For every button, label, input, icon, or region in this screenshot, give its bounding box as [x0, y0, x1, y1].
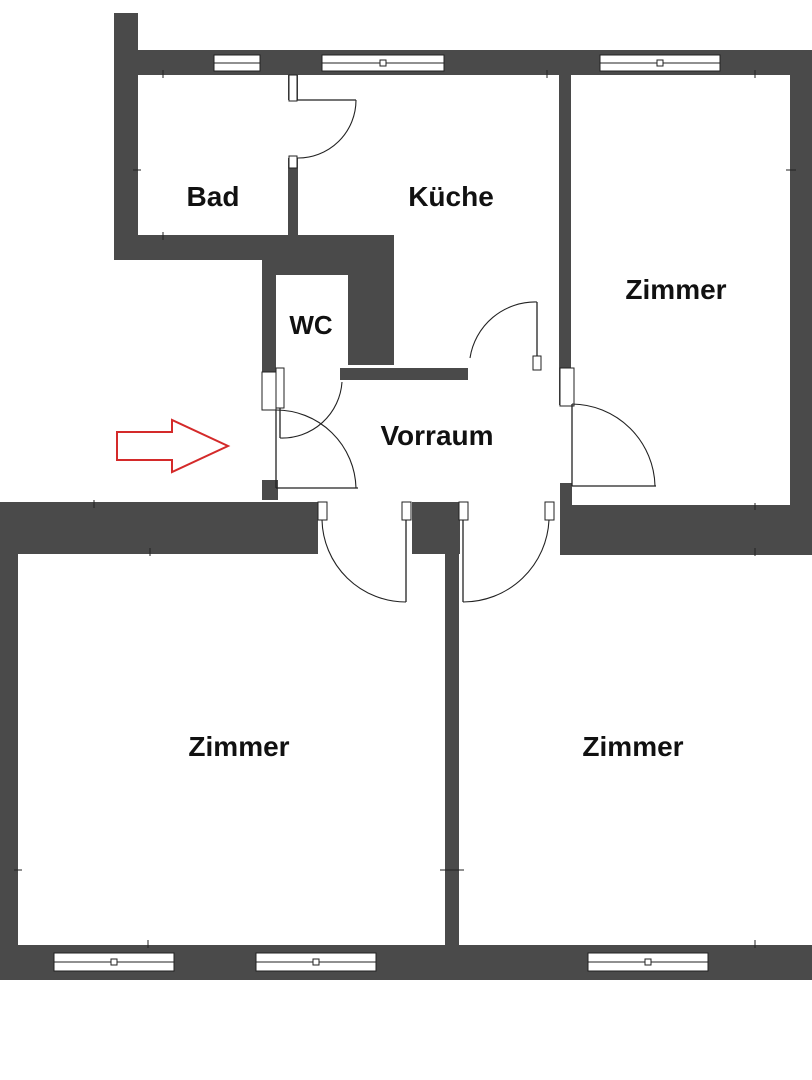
- window-bad: [213, 54, 261, 72]
- door-bad: [288, 74, 357, 169]
- wall-kueche-zimmer: [559, 75, 571, 375]
- wall-zimmer-divider: [445, 502, 459, 952]
- walls: [0, 13, 812, 980]
- window-kueche: [321, 54, 445, 72]
- room-label-wc: WC: [289, 310, 333, 340]
- door-wc: [275, 367, 343, 439]
- door-zimmer-sw: [317, 501, 412, 603]
- doors: [261, 74, 656, 603]
- room-label-bad: Bad: [187, 181, 240, 212]
- room-label-vorraum: Vorraum: [380, 420, 493, 451]
- window-zimmer-sw-left: [53, 952, 175, 972]
- room-label-kueche: Küche: [408, 181, 494, 212]
- wall-wc-east-block: [348, 235, 394, 365]
- window-zimmer-se: [587, 952, 709, 972]
- door-zimmer-se: [458, 501, 555, 603]
- wall-wc-south: [340, 368, 468, 380]
- room-label-zimmer-east: Zimmer: [625, 274, 726, 305]
- arrow-right-icon: [116, 418, 231, 474]
- door-kueche: [469, 301, 542, 371]
- wall-east-zimmer-door-post: [560, 483, 572, 508]
- room-label-zimmer-southeast: Zimmer: [582, 731, 683, 762]
- window-zimmer-sw-right: [255, 952, 377, 972]
- wall-bad-west: [114, 50, 138, 260]
- door-zimmer-east: [559, 367, 656, 487]
- wall-east: [790, 50, 812, 555]
- windows: [53, 54, 721, 972]
- wall-bad-kueche-lower: [288, 158, 298, 240]
- wall-west-lower: [0, 502, 18, 980]
- room-label-zimmer-southwest: Zimmer: [188, 731, 289, 762]
- wall-ticks: [14, 70, 796, 948]
- door-entrance: [261, 371, 358, 489]
- wall-mid-west: [0, 502, 318, 554]
- wall-mid-east: [560, 505, 812, 555]
- wall-entry-stub: [262, 480, 278, 500]
- wall-wc-west: [262, 235, 276, 375]
- window-zimmer-east: [599, 54, 721, 72]
